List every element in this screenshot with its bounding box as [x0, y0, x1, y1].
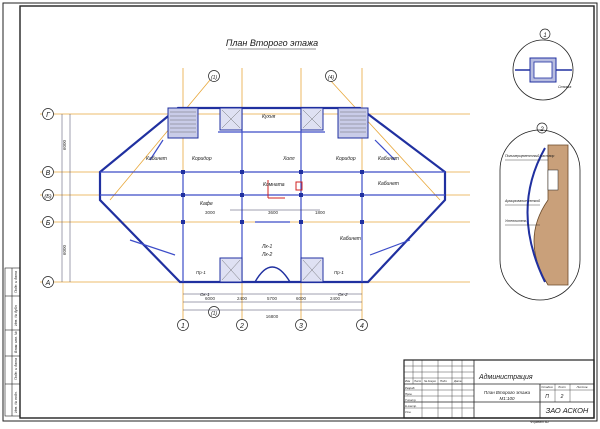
dimension-lines: [61, 114, 362, 311]
title-block-texts: Администрация План Второго этажа М1:100 …: [405, 373, 589, 424]
detail-2-note-3: Утеплитель: [505, 219, 527, 223]
drawing-title: План Второго этажа: [226, 38, 318, 48]
axis-bottom-4: 4: [360, 323, 364, 330]
axis-bubbles-bottom: 1 (1) 2 3 4: [177, 306, 368, 331]
dim-seg-2: 2400: [237, 296, 248, 301]
room-holl: Холл: [282, 156, 295, 162]
tb-row-1: Разраб.: [405, 386, 415, 390]
drawing-frame: [19, 5, 595, 419]
room-kabinet-right-top: Кабинет: [378, 156, 399, 162]
axis-top-4: (4): [328, 75, 334, 81]
outer-walls: [98, 106, 447, 284]
axis-top-1: (1): [211, 75, 217, 81]
detail-2-note-2: Армирование сеткой: [504, 199, 540, 203]
side-stamp-3: Взам. инв. №: [14, 331, 18, 353]
room-lk2: Лк-2: [261, 252, 272, 258]
section-mark-1: Пр-1: [196, 270, 206, 275]
dim-seg-1: 6000: [205, 296, 216, 301]
dim-inner-3: 1800: [315, 210, 326, 215]
tb-project-name: Администрация: [478, 373, 533, 381]
tb-company: ЗАО АСКОН: [546, 406, 589, 415]
section-mark-2: Пр-1: [334, 270, 344, 275]
side-stamp: [4, 267, 21, 417]
dim-seg-4: 2400: [330, 296, 341, 301]
axis-bubbles-top: (1) (4): [208, 70, 337, 82]
tb-row-4: Н.контр.: [405, 404, 417, 408]
tb-header-sheets: Листов: [576, 385, 588, 389]
tb-col-doc: № докум.: [424, 379, 437, 383]
axis-bottom-2: 2: [239, 323, 244, 330]
room-kabinet-right-mid: Кабинет: [378, 181, 399, 187]
section-mark-3: Ок-1: [200, 292, 210, 297]
side-stamp-4: Инв. № дубл.: [14, 304, 18, 326]
tb-row-5: Утв.: [405, 410, 412, 414]
axis-bottom-1: 1: [181, 323, 185, 330]
axis-label-b: Б: [46, 220, 51, 227]
detail-2-note-1: Полимерцементный раствор: [505, 154, 554, 158]
axis-bubbles-letters: Г В (Б) Б А: [42, 108, 54, 288]
dim-left-2: 6000: [62, 244, 67, 255]
axis-label-a: А: [45, 280, 51, 287]
section-marks: Пр-1 Пр-1 Ок-1 Ок-2: [196, 270, 348, 297]
detail-1: 1 Стяжка: [512, 28, 574, 101]
columns: [181, 170, 364, 224]
axis-label-g: Г: [46, 112, 51, 119]
tb-header-stage: Стадия: [541, 385, 553, 389]
axis-label-v: В: [46, 170, 51, 177]
dim-seg-3: 6000: [296, 296, 307, 301]
side-stamp-1: Инв. № подл.: [14, 391, 18, 413]
room-lk1: Лк-1: [261, 244, 272, 250]
dim-inner-2: 3600: [268, 210, 279, 215]
sheet-border: [2, 2, 598, 422]
section-mark-4: Ок-2: [338, 292, 348, 297]
tb-sheet-title: План Второго этажа: [484, 390, 531, 395]
dim-inner-1: 3000: [205, 210, 216, 215]
tb-col-izm: Изм: [405, 379, 410, 383]
tb-sheet-number: 2: [560, 394, 564, 400]
detail-1-number: 1: [543, 33, 546, 39]
room-komnata: Комната: [263, 182, 285, 188]
room-kuhnya: Кухня: [262, 114, 276, 120]
room-koridor-right: Коридор: [336, 156, 356, 162]
tb-format: Формат А2: [530, 420, 549, 424]
detail-1-note: Стяжка: [558, 85, 571, 89]
dimension-texts: 16800 6000 2400 5700 6000 2400 6000 6000…: [62, 139, 341, 319]
tb-scale: М1:100: [499, 396, 515, 401]
dim-left-1: 6000: [62, 139, 67, 150]
tb-row-3: Т.контр.: [405, 398, 417, 402]
axis-label-b-sub: (Б): [44, 194, 51, 200]
axis-bottom-3: 3: [299, 323, 303, 330]
red-marker: [267, 180, 303, 199]
detail-2: 2 Полимерцементный раствор Армирование с…: [499, 122, 581, 301]
axis-bottom-1b: (1): [211, 311, 217, 317]
room-koridor-left: Коридор: [192, 156, 212, 162]
dim-total: 16800: [266, 314, 279, 319]
room-kabinet-right-bottom: Кабинет: [340, 236, 361, 242]
stair-hatching: [170, 109, 366, 281]
dim-middle: 5700: [267, 296, 278, 301]
tb-col-list: Лист: [413, 379, 422, 383]
tb-col-date: Дата: [453, 379, 462, 383]
tb-col-sign: Подп.: [440, 379, 448, 383]
tb-header-sheet: Лист: [557, 385, 566, 389]
tb-row-2: Пров.: [405, 392, 413, 396]
tb-stage: П: [545, 394, 549, 400]
room-kabinet-left: Кабинет: [146, 156, 167, 162]
room-labels: Кабинет Коридор Коридор Кабинет Кабинет …: [146, 114, 399, 258]
side-stamp-5: Подп. и дата: [14, 271, 18, 293]
side-stamp-texts: Инв. № подл. Подп. и дата Взам. инв. № И…: [14, 271, 18, 413]
room-kafe: Кафе: [200, 201, 213, 207]
side-stamp-2: Подп. и дата: [14, 358, 18, 380]
arch-entrance: [254, 266, 291, 283]
title-block: [403, 359, 595, 419]
